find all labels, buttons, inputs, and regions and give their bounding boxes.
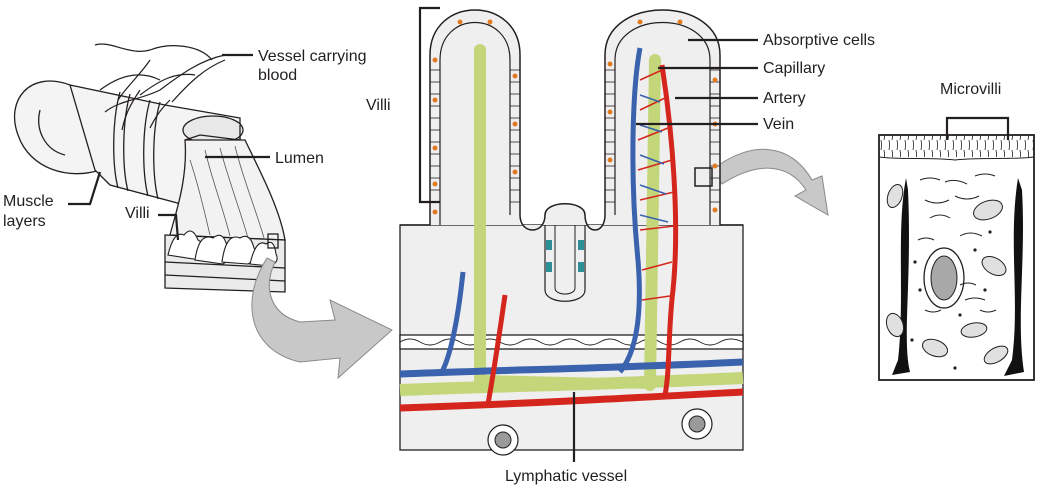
- gland-2: [681, 408, 713, 440]
- lumen-label: Lumen: [275, 150, 324, 167]
- intestine-section: [13, 43, 286, 293]
- villi-small-leader-line: [158, 213, 180, 241]
- villi-main-bracket: [418, 6, 440, 204]
- villi-cross-section: [399, 9, 744, 456]
- artery-label: Artery: [763, 90, 806, 107]
- lymphatic-vessel-label: Lymphatic vessel: [505, 468, 627, 485]
- vessel-carrying-blood-label: Vessel carrying: [258, 48, 367, 65]
- muscle-leader-line: [68, 171, 102, 206]
- capillary-label: Capillary: [763, 60, 825, 77]
- muscle-layers-label-2: layers: [3, 213, 46, 230]
- microvilli-label: Microvilli: [940, 81, 1001, 98]
- gland: [487, 424, 519, 456]
- microvilli-bracket: [945, 116, 1010, 140]
- zoom-arrow-icon-right: [711, 148, 829, 216]
- zoom-arrow-icon: [251, 257, 393, 380]
- vein-label: Vein: [763, 116, 794, 133]
- absorptive-cells-label: Absorptive cells: [763, 32, 875, 49]
- absorptive-cell-icon: [878, 134, 1035, 381]
- vessel-carrying-blood-label-2: blood: [258, 67, 297, 84]
- muscle-layers-label: Muscle: [3, 193, 54, 210]
- villi-main-label: Villi: [366, 97, 391, 114]
- villi-small-label: Villi: [125, 205, 150, 222]
